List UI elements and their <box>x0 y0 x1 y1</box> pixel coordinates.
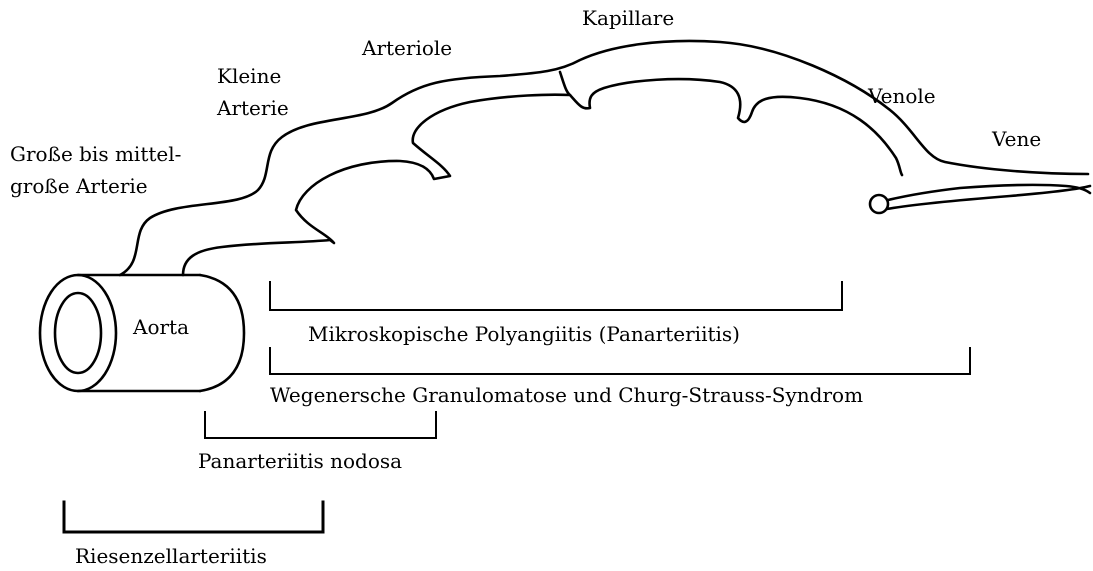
bracket-wegener-churg-strauss <box>270 348 970 374</box>
label-large-artery-line1: Große bis mittel- <box>10 142 181 166</box>
label-arteriole: Arteriole <box>361 36 452 60</box>
label-aorta: Aorta <box>132 315 189 339</box>
aorta-inner-rim <box>55 293 101 373</box>
bracket-giant-cell-arteritis <box>64 502 323 532</box>
vessel-inner-wall-venous-2 <box>887 186 1090 209</box>
bracket-panarteriitis-nodosa <box>205 412 436 438</box>
label-venule: Venole <box>867 84 936 108</box>
label-microscopic-polyangiitis: Mikroskopische Polyangiitis (Panarteriit… <box>308 322 740 346</box>
label-wegener-churg-strauss: Wegenersche Granulomatose und Churg-Stra… <box>270 383 863 407</box>
venule-bulb <box>870 195 888 213</box>
bracket-microscopic-polyangiitis <box>270 282 842 310</box>
label-panarteriitis-nodosa: Panarteriitis nodosa <box>198 449 402 473</box>
label-vein: Vene <box>991 127 1041 151</box>
capillary-branch-left <box>560 72 570 95</box>
label-large-artery-line2: große Arterie <box>10 174 148 198</box>
label-giant-cell-arteritis: Riesenzellarteriitis <box>75 544 267 568</box>
aorta-end-cap <box>200 275 244 391</box>
label-small-artery-line1: Kleine <box>217 64 281 88</box>
vessel-inner-wall-arterial <box>183 79 902 275</box>
label-small-artery-line2: Arterie <box>216 96 289 120</box>
label-capillary: Kapillare <box>582 6 674 30</box>
